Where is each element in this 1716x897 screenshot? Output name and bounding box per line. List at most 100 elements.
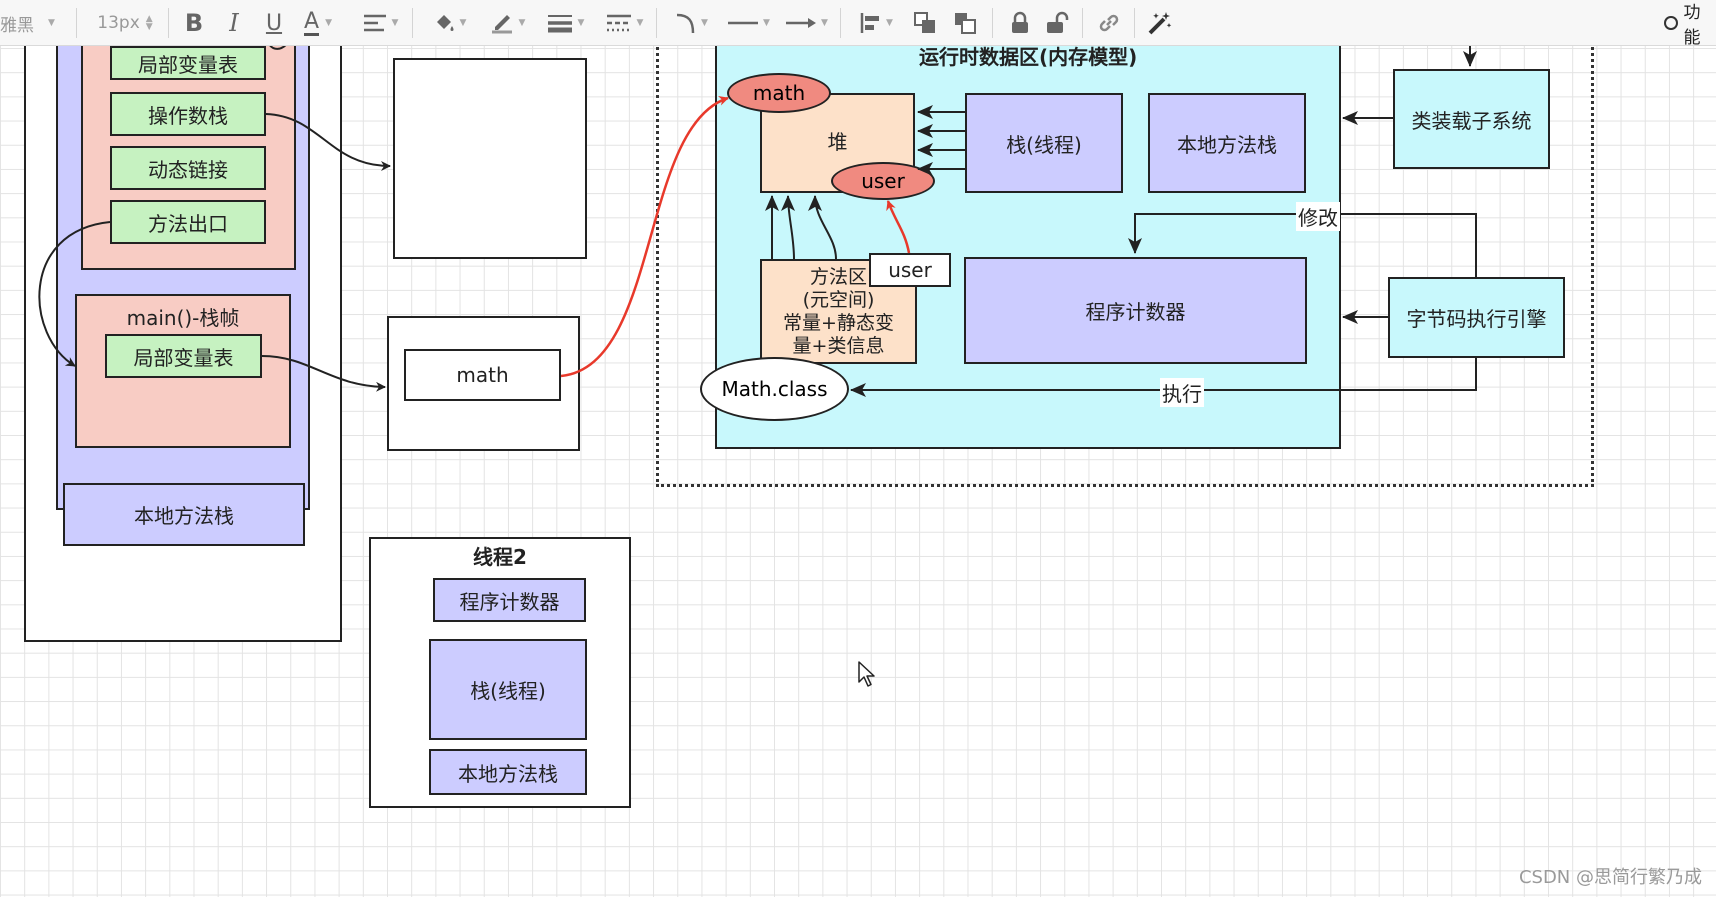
connectors [38, 46, 1477, 397]
lock-icon[interactable] [1005, 0, 1035, 46]
unlock-icon[interactable] [1042, 0, 1072, 46]
arrange-align-icon[interactable]: ▼ [852, 0, 900, 46]
connector-line [269, 46, 287, 50]
heap-user-object[interactable]: user [831, 162, 935, 200]
toolbar-divider [1082, 8, 1083, 38]
line-style-icon[interactable]: ▼ [606, 14, 644, 32]
connector-line [560, 95, 729, 378]
toolbar: 雅黑 ▼ 13px ▲▼ B I U A▼ ▼ ▼ ▼ ▼ ▼ ▼ ▼ ▼ ▼ [0, 0, 1716, 48]
exec-engine-label: 字节码执行引擎 [1406, 307, 1547, 331]
stepper-icon: ▲▼ [145, 14, 153, 32]
search-icon [1664, 16, 1678, 30]
thread2-native-label: 本地方法栈 [458, 761, 558, 786]
toolbar-divider [76, 8, 77, 38]
thread2-pc[interactable]: 程序计数器 [433, 578, 586, 622]
heap-math-object[interactable]: math [727, 73, 831, 113]
jvm-boundary[interactable] [656, 46, 1594, 487]
fill-color-icon[interactable]: ▼ [425, 0, 473, 46]
thread2-stack-label: 栈(线程) [470, 679, 546, 703]
method-area-line4: 量+类信息 [792, 334, 885, 357]
frame-method-exit[interactable]: 方法出口 [110, 200, 266, 244]
method-area-line3: 常量+静态变 [783, 311, 894, 334]
main-frame-title: main()-栈帧 [126, 306, 240, 330]
frame-operand-stack[interactable]: 操作数栈 [110, 92, 266, 136]
connector-line [261, 355, 386, 392]
connector-icon[interactable]: ▼ [668, 0, 714, 46]
underline-icon[interactable]: U [265, 10, 283, 36]
runtime-stack-label: 栈(线程) [1006, 132, 1082, 157]
thread2-stack[interactable]: 栈(线程) [429, 639, 587, 740]
thread2-native[interactable]: 本地方法栈 [429, 749, 587, 795]
heap-math-label: math [752, 81, 806, 105]
connector-line [850, 358, 1477, 397]
method-area[interactable]: 方法区 (元空间) 常量+静态变 量+类信息 [760, 259, 917, 364]
font-size-select[interactable]: 13px ▲▼ [90, 0, 160, 46]
method-user-label: user [888, 258, 932, 282]
object-box[interactable] [393, 58, 587, 259]
frame-operand-stack-label: 操作数栈 [148, 103, 228, 128]
watermark: CSDN @思简行繁乃成 [1518, 867, 1702, 888]
link-icon[interactable] [1094, 0, 1124, 46]
frame-method-exit-label: 方法出口 [148, 211, 228, 236]
thread1-native-stack-label: 本地方法栈 [134, 504, 234, 528]
heap-label: 堆 [827, 129, 848, 154]
bold-icon[interactable]: B [184, 9, 204, 37]
main-local-vars[interactable]: 局部变量表 [105, 334, 262, 378]
line-color-icon[interactable]: ▼ [482, 0, 532, 46]
connector-line [886, 200, 911, 254]
send-back-icon[interactable] [950, 0, 980, 46]
connector-line [38, 221, 111, 367]
frame-local-vars-label: 局部变量表 [138, 52, 238, 77]
line-start-icon[interactable]: ▼ [728, 18, 770, 28]
diagram-canvas[interactable]: 局部变量表 操作数栈 动态链接 方法出口 main()-栈帧 局部变量表 本地方… [0, 46, 1716, 897]
runtime-native[interactable]: 本地方法栈 [1148, 93, 1306, 193]
math-class[interactable]: Math.class [700, 357, 849, 421]
heap-user-label: user [861, 169, 905, 193]
connector-line [781, 195, 796, 260]
toolbar-divider [168, 8, 169, 38]
line-width-icon[interactable]: ▼ [547, 15, 585, 33]
align-icon[interactable]: ▼ [355, 0, 405, 46]
frame-dynamic-link-label: 动态链接 [148, 157, 228, 182]
font-family-value: 雅黑 [0, 15, 34, 36]
runtime-title: 运行时数据区(内存模型) [919, 46, 1138, 69]
math-ref-label: math [456, 363, 509, 387]
chevron-down-icon: ▼ [48, 18, 55, 28]
toolbar-divider [840, 8, 841, 38]
execute-label: 执行 [1160, 378, 1204, 407]
mouse-cursor-icon [858, 661, 875, 687]
modify-label: 修改 [1296, 202, 1340, 231]
connector-line [265, 113, 391, 171]
frame-local-vars[interactable]: 局部变量表 [110, 46, 266, 80]
search-function-label: 功能 [1683, 3, 1701, 48]
runtime-pc-label: 程序计数器 [1085, 300, 1186, 324]
search-function-button[interactable]: 功能 [1664, 0, 1716, 48]
font-size-value: 13px [97, 13, 140, 33]
runtime-stack[interactable]: 栈(线程) [965, 93, 1123, 193]
math-class-label: Math.class [721, 377, 828, 401]
class-loader[interactable]: 类装载子系统 [1393, 69, 1550, 169]
thread2-title: 线程2 [473, 545, 527, 569]
font-family-select[interactable]: 雅黑 ▼ [0, 0, 60, 46]
line-end-icon[interactable]: ▼ [780, 0, 832, 46]
runtime-pc[interactable]: 程序计数器 [964, 257, 1307, 364]
main-local-vars-label: 局部变量表 [133, 345, 234, 370]
exec-engine[interactable]: 字节码执行引擎 [1388, 277, 1565, 358]
runtime-native-label: 本地方法栈 [1177, 132, 1277, 157]
italic-icon[interactable]: I [229, 9, 239, 37]
class-loader-label: 类装载子系统 [1411, 108, 1532, 133]
toolbar-divider [1134, 8, 1135, 38]
font-color-icon[interactable]: A▼ [304, 8, 332, 36]
toolbar-divider [656, 8, 657, 38]
magic-wand-icon[interactable] [1144, 0, 1176, 46]
math-ref-box[interactable]: math [404, 349, 561, 401]
connector-line [808, 195, 837, 260]
thread2-pc-label: 程序计数器 [459, 589, 560, 614]
method-user-box[interactable]: user [869, 253, 951, 287]
thread1-native-stack[interactable]: 本地方法栈 [63, 483, 305, 546]
frame-dynamic-link[interactable]: 动态链接 [110, 146, 266, 190]
bring-front-icon[interactable] [910, 0, 940, 46]
method-area-line1: 方法区 [809, 265, 867, 288]
toolbar-divider [992, 8, 993, 38]
toolbar-divider [412, 8, 413, 38]
